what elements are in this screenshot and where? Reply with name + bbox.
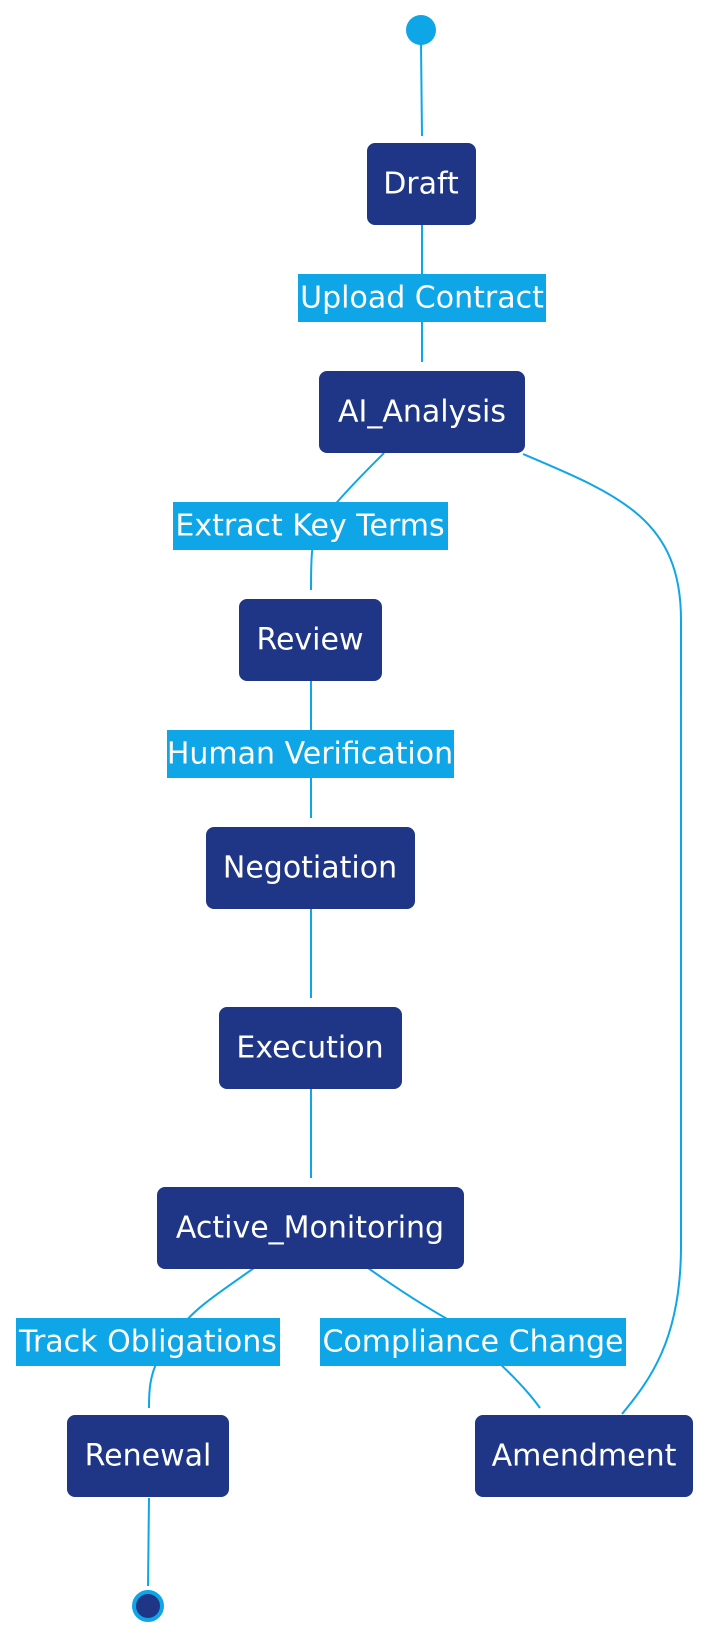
edge-label-human-verification: Human Verification (167, 730, 454, 778)
start-marker (406, 15, 436, 45)
edge-start-to-draft (420, 43, 423, 137)
state-node-renewal[interactable]: Renewal (67, 1415, 229, 1497)
state-node-ai-analysis[interactable]: AI_Analysis (319, 371, 525, 453)
edge-label-track-obligations-text: Track Obligations (18, 1325, 277, 1360)
state-nodes: Draft AI_Analysis Review Negotiation Exe… (67, 143, 693, 1497)
edge-label-upload-contract-text: Upload Contract (300, 281, 544, 316)
edge-amendment-to-ai-analysis (522, 453, 682, 1415)
state-node-amendment-label: Amendment (492, 1439, 677, 1474)
state-node-execution-label: Execution (236, 1031, 383, 1066)
edge-label-extract-key-terms: Extract Key Terms (173, 502, 448, 550)
edge-labels: Upload Contract Extract Key Terms Human … (16, 274, 626, 1366)
markers (132, 15, 436, 1622)
edge-label-compliance-change: Compliance Change (320, 1318, 626, 1366)
state-node-draft-label: Draft (383, 167, 459, 202)
edge-label-extract-key-terms-text: Extract Key Terms (175, 509, 444, 544)
edge-label-track-obligations: Track Obligations (16, 1318, 280, 1366)
edge-label-upload-contract: Upload Contract (298, 274, 546, 322)
edges (147, 43, 682, 1587)
state-node-negotiation[interactable]: Negotiation (206, 827, 415, 909)
edge-label-compliance-change-text: Compliance Change (323, 1325, 624, 1360)
state-node-amendment[interactable]: Amendment (475, 1415, 693, 1497)
state-node-review-label: Review (256, 623, 363, 658)
state-node-draft[interactable]: Draft (367, 143, 476, 225)
edge-renewal-to-end (147, 1497, 150, 1587)
state-node-active-monitoring-label: Active_Monitoring (176, 1211, 444, 1246)
state-node-execution[interactable]: Execution (219, 1007, 402, 1089)
edge-label-human-verification-text: Human Verification (167, 737, 453, 772)
state-node-ai-analysis-label: AI_Analysis (338, 395, 506, 430)
state-node-negotiation-label: Negotiation (223, 851, 397, 886)
state-node-renewal-label: Renewal (85, 1439, 212, 1474)
state-node-review[interactable]: Review (239, 599, 382, 681)
state-node-active-monitoring[interactable]: Active_Monitoring (157, 1187, 464, 1269)
end-marker (132, 1590, 164, 1622)
